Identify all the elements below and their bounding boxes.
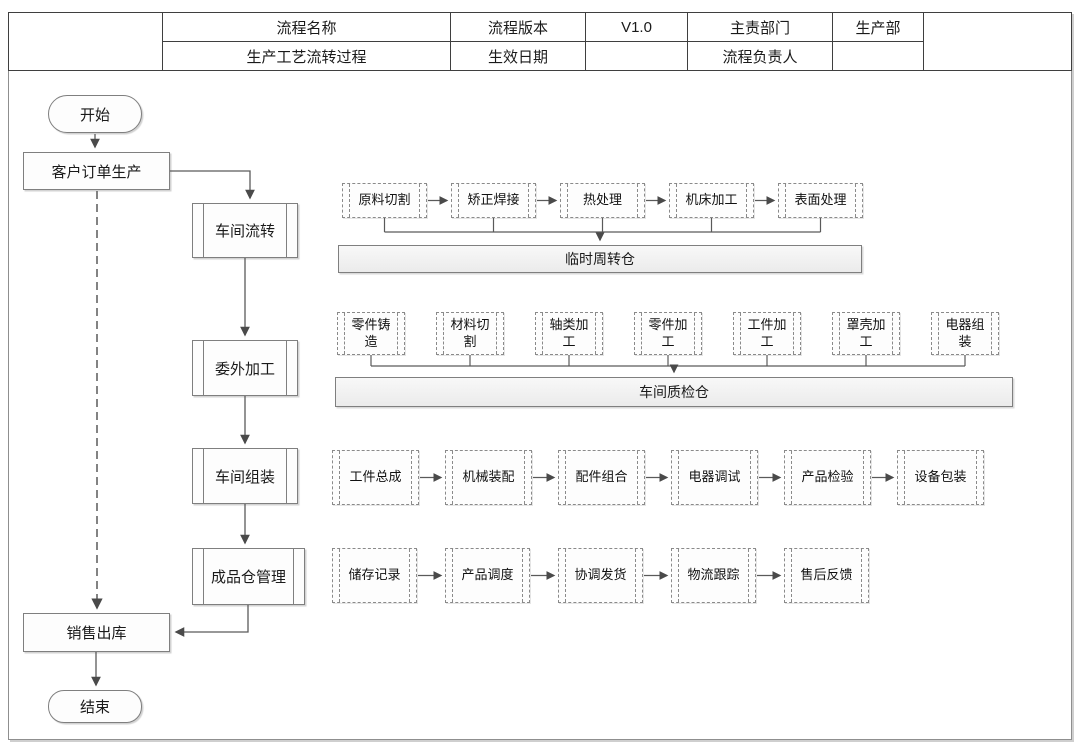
process-step-box: 罩壳加工 (832, 312, 900, 355)
process-step-box: 零件铸造 (337, 312, 405, 355)
stage-assembly-node: 车间组装 (192, 448, 298, 504)
process-step-box: 轴类加工 (535, 312, 603, 355)
process-step-box: 产品检验 (784, 450, 871, 505)
process-step-box: 工件总成 (332, 450, 419, 505)
process-step-box: 物流跟踪 (671, 548, 756, 603)
header-owner-value (832, 41, 924, 71)
process-step-box: 工件加工 (733, 312, 801, 355)
process-step-label: 零件铸造 (351, 316, 391, 349)
process-step-box: 电器组装 (931, 312, 999, 355)
process-step-label: 产品调度 (461, 567, 514, 583)
process-step-label: 机械装配 (462, 469, 515, 485)
header-cell-empty-left (8, 12, 163, 71)
process-step-label: 电器调试 (688, 469, 741, 485)
process-step-box: 协调发货 (558, 548, 643, 603)
header-effective-date-label: 生效日期 (450, 41, 586, 71)
header-department-label: 主责部门 (687, 12, 833, 42)
process-step-label: 协调发货 (574, 567, 627, 583)
stage-workshop-flow-node: 车间流转 (192, 203, 298, 258)
header-effective-date-value (585, 41, 688, 71)
sales-outbound-node: 销售出库 (23, 613, 170, 652)
stage-finished-warehouse-node: 成品仓管理 (192, 548, 305, 605)
process-step-box: 配件组合 (558, 450, 645, 505)
process-step-label: 售后反馈 (800, 567, 853, 583)
process-step-label: 轴类加工 (549, 316, 589, 349)
process-step-label: 原料切割 (358, 192, 411, 208)
process-step-label: 材料切割 (450, 316, 490, 349)
process-step-label: 机床加工 (685, 192, 738, 208)
process-step-box: 原料切割 (342, 183, 427, 218)
process-step-box: 矫正焊接 (451, 183, 536, 218)
process-step-label: 零件加工 (648, 316, 688, 349)
process-step-box: 电器调试 (671, 450, 758, 505)
process-step-box: 机床加工 (669, 183, 754, 218)
end-node: 结束 (48, 690, 142, 723)
header-version-label: 流程版本 (450, 12, 586, 42)
process-step-label: 电器组装 (945, 316, 985, 349)
process-step-label: 矫正焊接 (467, 192, 520, 208)
process-step-box: 材料切割 (436, 312, 504, 355)
header-owner-label: 流程负责人 (687, 41, 833, 71)
stage-outsourced-node: 委外加工 (192, 340, 298, 396)
process-step-box: 产品调度 (445, 548, 530, 603)
process-step-label: 罩壳加工 (846, 316, 886, 349)
process-step-box: 设备包装 (897, 450, 984, 505)
process-step-label: 物流跟踪 (687, 567, 740, 583)
process-step-label: 工件总成 (349, 469, 402, 485)
workshop-qc-warehouse-bar: 车间质检仓 (335, 377, 1013, 407)
process-step-box: 零件加工 (634, 312, 702, 355)
header-table: 流程名称 流程版本 V1.0 主责部门 生产部 生产工艺流转过程 生效日期 流程… (8, 12, 1072, 71)
process-step-label: 表面处理 (794, 192, 847, 208)
customer-order-node: 客户订单生产 (23, 152, 170, 190)
header-process-name-value: 生产工艺流转过程 (162, 41, 451, 71)
process-step-box: 热处理 (560, 183, 645, 218)
process-step-label: 工件加工 (747, 316, 787, 349)
header-cell-empty-right (923, 12, 1072, 71)
header-version-value: V1.0 (585, 12, 688, 42)
start-node: 开始 (48, 95, 142, 133)
process-step-label: 储存记录 (348, 567, 401, 583)
process-step-box: 机械装配 (445, 450, 532, 505)
temp-transfer-warehouse-bar: 临时周转仓 (338, 245, 862, 273)
header-department-value: 生产部 (832, 12, 924, 42)
process-step-label: 设备包装 (914, 469, 967, 485)
header-process-name-label: 流程名称 (162, 12, 451, 42)
process-step-label: 配件组合 (575, 469, 628, 485)
process-step-label: 产品检验 (801, 469, 854, 485)
process-step-box: 售后反馈 (784, 548, 869, 603)
process-step-label: 热处理 (582, 192, 622, 208)
process-step-box: 表面处理 (778, 183, 863, 218)
process-step-box: 储存记录 (332, 548, 417, 603)
